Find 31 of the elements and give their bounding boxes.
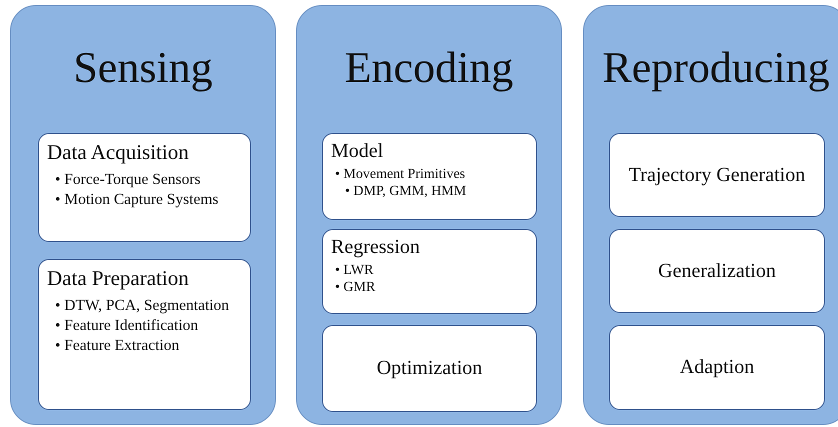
- card-label: Adaption: [680, 356, 754, 379]
- content-card: [38, 259, 251, 410]
- content-card: [38, 133, 251, 242]
- column-title: Sensing: [73, 42, 213, 93]
- content-card: [322, 229, 537, 314]
- card-label: Trajectory Generation: [628, 164, 806, 186]
- content-card: [609, 325, 825, 410]
- content-card: [609, 229, 825, 313]
- card-heading: Regression: [331, 236, 420, 259]
- column-panel: [10, 5, 276, 425]
- bullet-item: • DTW, PCA, Segmentation: [54, 297, 230, 315]
- bullet-item: • DMP, GMM, HMM: [344, 184, 466, 200]
- bullet-item: • Feature Extraction: [54, 336, 180, 354]
- bullet-item: • Force-Torque Sensors: [54, 171, 201, 189]
- content-card: [609, 133, 825, 217]
- content-card: [322, 325, 537, 412]
- content-card: [322, 133, 537, 220]
- bullet-item: • Movement Primitives: [334, 167, 466, 184]
- card-heading: Model: [331, 140, 384, 163]
- column-panel: [583, 5, 838, 425]
- card-label: Generalization: [658, 260, 776, 282]
- column-title: Reproducing: [602, 42, 830, 93]
- card-label: Optimization: [376, 357, 482, 380]
- bullet-item: • LWR: [334, 263, 374, 280]
- card-heading: Data Acquisition: [47, 140, 189, 165]
- column-title: Encoding: [344, 42, 514, 93]
- card-heading: Data Preparation: [47, 266, 189, 291]
- bullet-item: • Motion Capture Systems: [54, 190, 218, 209]
- bullet-item: • Feature Identification: [54, 316, 198, 335]
- bullet-item: • GMR: [334, 280, 376, 296]
- column-panel: [296, 5, 562, 425]
